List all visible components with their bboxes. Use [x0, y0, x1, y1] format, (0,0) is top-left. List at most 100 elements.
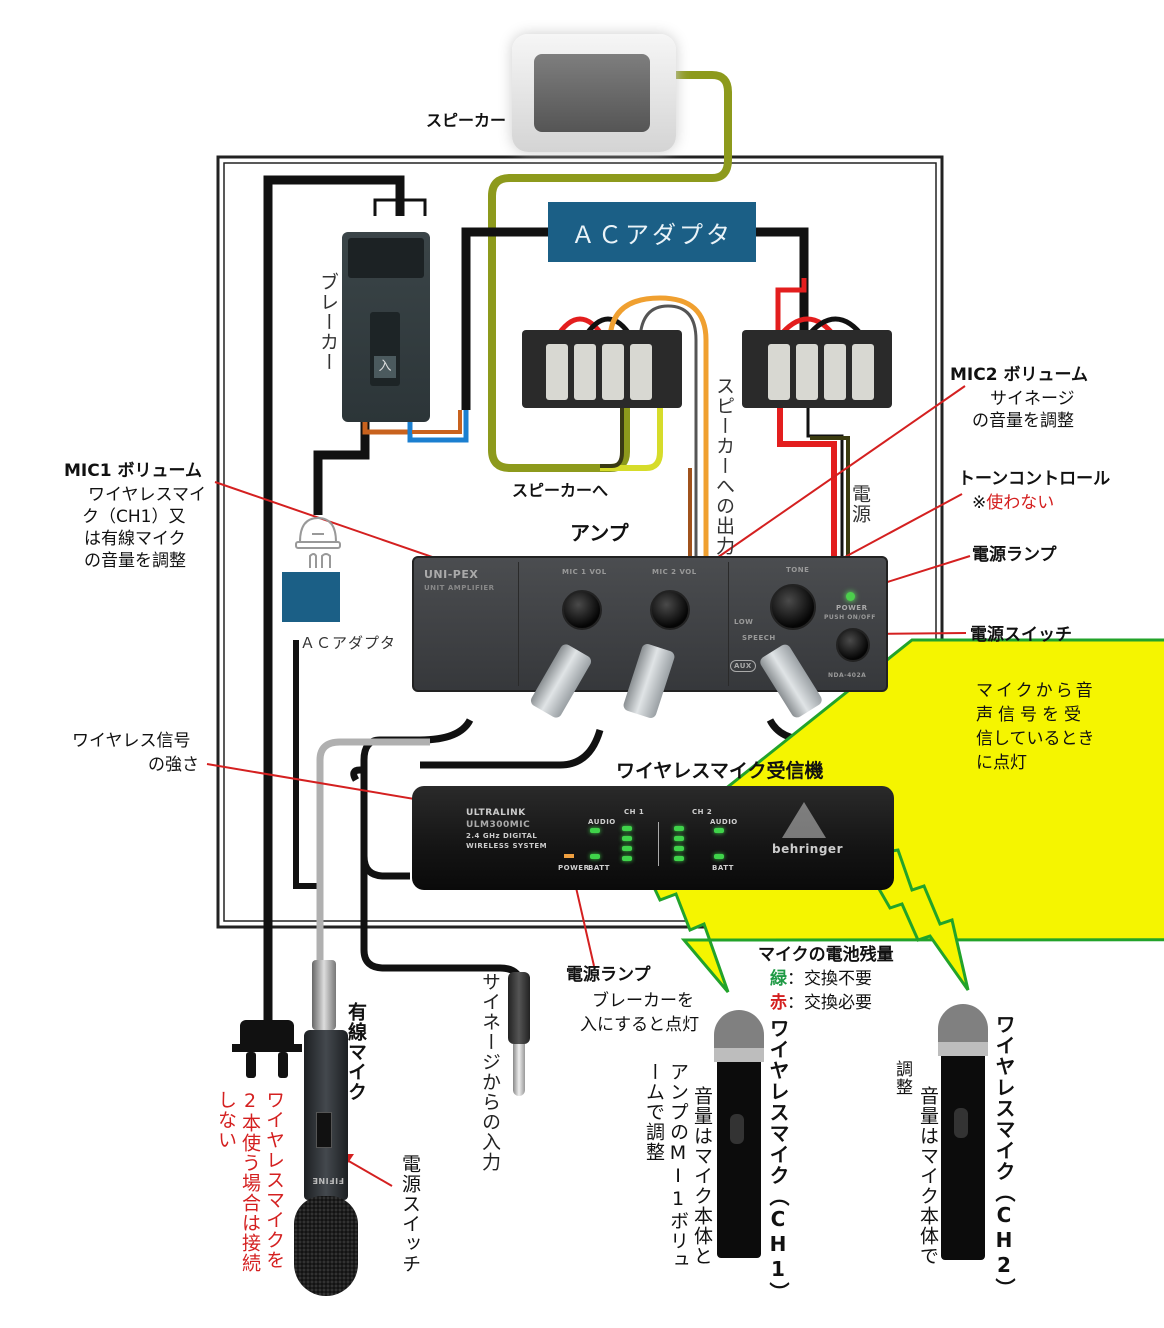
wired-mic-brand: FIFINE [312, 1176, 345, 1185]
terminal-slot [546, 344, 568, 400]
mic-body [717, 1062, 761, 1258]
wireless-mic-ch1-desc: アンプのMI1ボリュ [667, 1062, 689, 1271]
wireless-receiver: ULTRALINK ULM300MIC 2.4 GHz DIGITAL WIRE… [412, 786, 894, 890]
tone-note-text: 使わない [986, 493, 1055, 513]
behringer-logo-icon [782, 802, 826, 838]
mic1-vol-label: MIC 1 VOL [562, 568, 607, 576]
terminal-slot [796, 344, 818, 400]
ch2-batt-label: BATT [712, 864, 734, 872]
power-switch-button[interactable] [836, 628, 870, 662]
ch1-signal-led [622, 826, 632, 831]
wireless-mic-ch2-title: ワイヤレスマイク（CH2） [992, 1014, 1016, 1299]
amp-subtitle: UNIT AMPLIFIER [424, 584, 495, 592]
terminal-block-left [522, 330, 682, 408]
mic-switch[interactable] [730, 1114, 744, 1144]
wireless-mic-ch1 [714, 1010, 764, 1266]
mic-band [714, 1048, 764, 1062]
mic1-volume-knob[interactable] [562, 590, 602, 630]
audio-led-desc-line: 信しているとき [976, 729, 1095, 749]
lamp-icon [295, 516, 341, 568]
tone-note-prefix: ※ [972, 493, 987, 513]
battery-level-title: マイクの電池残量 [758, 945, 894, 965]
tone-speech-label: SPEECH [742, 634, 776, 642]
terminal-slot [602, 344, 624, 400]
receiver-cable-left [360, 718, 474, 880]
tone-control-note: ※使わない [972, 492, 1054, 514]
wired-mic-note-col: ワイヤレスマイクを [263, 1090, 285, 1270]
model-label: NDA-402A [828, 672, 867, 679]
speaker-grille [534, 54, 650, 132]
audio-led-desc-line: に点灯 [976, 753, 1027, 773]
wired-mic-switch-label: 電源スイッチ [399, 1154, 421, 1274]
audio-led-desc-line: 声信号を受 [976, 705, 1086, 725]
wireless-mic-ch1-desc: 音量はマイク本体と [691, 1086, 713, 1266]
signage-jack-tip [513, 1044, 525, 1096]
ac-adapter-left-label: ＡＣアダプタ [300, 634, 397, 652]
channel-divider [658, 822, 659, 866]
ac-adapter-top: ＡＣアダプタ [548, 202, 756, 262]
battery-green-value: ：交換不要 [787, 969, 872, 989]
main-power-cord [263, 175, 405, 1020]
breaker-out-orange2 [412, 410, 462, 434]
ch1-signal-led [622, 856, 632, 861]
terminal-slot [852, 344, 874, 400]
mic2-volume-title: MIC2 ボリューム [950, 365, 1088, 385]
ch2-label: CH 2 [692, 808, 713, 816]
speaker-output-orange [607, 295, 709, 560]
breaker: 入 [342, 232, 430, 422]
mic1-desc-line: の音量を調整 [84, 551, 186, 571]
tone-control-title: トーンコントロール [958, 469, 1111, 489]
mic2-volume-knob[interactable] [650, 590, 690, 630]
ch2-audio-label: AUDIO [710, 818, 738, 826]
wireless-mic-ch1-desc: ームで調整 [643, 1062, 665, 1162]
power-olive [810, 436, 850, 560]
speaker-image [512, 34, 676, 152]
ac-adapter-left [282, 572, 340, 622]
mic-switch[interactable] [954, 1108, 968, 1138]
mic-band [938, 1042, 988, 1056]
speaker-output-label: スピーカーへの出力 [713, 376, 735, 556]
mic1-desc-line: ク（CH1）又 [82, 507, 186, 527]
speaker-output-gray [638, 304, 698, 560]
adapter-to-receiver [293, 640, 320, 889]
wireless-mic-ch2-desc: 音量はマイク本体で [917, 1086, 939, 1266]
ch2-signal-led [674, 836, 684, 841]
mic1-desc-line: ワイヤレスマイ [88, 485, 206, 505]
receiver-power-lamp-desc: ブレーカーを [592, 991, 694, 1011]
ch2-audio-led [714, 828, 724, 833]
wired-mic-grille [294, 1196, 358, 1296]
tone-knob[interactable] [770, 584, 816, 630]
mic-body [941, 1056, 985, 1260]
ac-adapter-top-label: ＡＣアダプタ [571, 220, 733, 249]
receiver-model: ULM300MIC [466, 820, 531, 830]
wired-mic-switch[interactable] [316, 1112, 332, 1148]
receiver-desc1: 2.4 GHz DIGITAL [466, 832, 538, 840]
battery-green-row: 緑：交換不要 [770, 968, 872, 990]
mic1-desc-line: は有線マイク [84, 529, 186, 549]
wired-mic-note-col: 2本使う場合は接続 [239, 1090, 261, 1273]
ch1-label: CH 1 [624, 808, 645, 816]
amp-power-lamp-label: 電源ランプ [972, 545, 1057, 565]
speaker-label: スピーカー [426, 111, 507, 130]
mic2-vol-label: MIC 2 VOL [652, 568, 697, 576]
ch1-audio-label: AUDIO [588, 818, 616, 826]
receiver-logo: behringer [772, 842, 843, 856]
to-speaker-label: スピーカーへ [512, 481, 609, 500]
wired-mic-title: 有線マイク [345, 1002, 367, 1102]
ch1-batt-led [590, 854, 600, 859]
wired-mic: FIFINE [292, 960, 364, 1320]
receiver-brand: ULTRALINK [466, 808, 526, 818]
ac-adapter-out [756, 227, 809, 330]
receiver-power-lamp-title: 電源ランプ [566, 965, 651, 985]
tone-label: TONE [786, 566, 810, 574]
mic-head [938, 1004, 988, 1042]
push-label: PUSH ON/OFF [824, 614, 876, 621]
ch1-audio-led [590, 828, 600, 833]
speaker-cable-yellow [600, 400, 663, 471]
receiver-power-label: POWER [558, 864, 590, 872]
ch2-signal-led [674, 856, 684, 861]
speaker-cable-dark [600, 400, 624, 468]
ch1-signal-led [622, 836, 632, 841]
wireless-mic-ch1-title: ワイヤレスマイク（CH1） [766, 1018, 790, 1303]
